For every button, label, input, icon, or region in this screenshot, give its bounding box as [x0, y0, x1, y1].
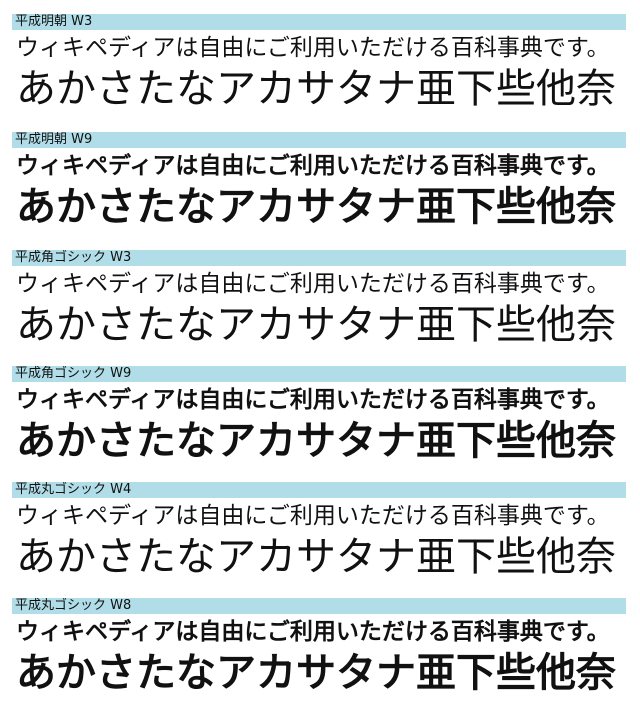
sample-characters: あかさたなアカサタナ亜下些他奈 [16, 302, 616, 348]
sample-characters: あかさたなアカサタナ亜下些他奈 [16, 534, 616, 580]
font-sample-heisei-kaku-gothic-w9: 平成角ゴシック W9 ウィキペディアは自由にご利用いただける百科事典です。 あか… [12, 366, 626, 478]
font-sample-heisei-kaku-gothic-w3: 平成角ゴシック W3 ウィキペディアは自由にご利用いただける百科事典です。 あか… [12, 250, 626, 362]
font-name-label: 平成角ゴシック W3 [12, 250, 626, 266]
font-name-label: 平成丸ゴシック W8 [12, 598, 626, 614]
font-name-label: 平成明朝 W3 [12, 14, 626, 30]
sample-sentence: ウィキペディアは自由にご利用いただける百科事典です。 [16, 503, 610, 529]
font-sample-heisei-maru-gothic-w4: 平成丸ゴシック W4 ウィキペディアは自由にご利用いただける百科事典です。 あか… [12, 482, 626, 594]
sample-sentence: ウィキペディアは自由にご利用いただける百科事典です。 [16, 152, 610, 179]
sample-sentence: ウィキペディアは自由にご利用いただける百科事典です。 [16, 271, 610, 297]
sample-sentence: ウィキペディアは自由にご利用いただける百科事典です。 [16, 387, 610, 413]
font-sample-heisei-mincho-w9: 平成明朝 W9 ウィキペディアは自由にご利用いただける百科事典です。 あかさたな… [12, 132, 626, 244]
font-name-label: 平成丸ゴシック W4 [12, 482, 626, 498]
sample-sentence: ウィキペディアは自由にご利用いただける百科事典です。 [16, 619, 610, 645]
sample-characters: あかさたなアカサタナ亜下些他奈 [16, 418, 616, 464]
font-name-label: 平成明朝 W9 [12, 132, 626, 148]
sample-characters: あかさたなアカサタナ亜下些他奈 [16, 183, 616, 230]
sample-characters: あかさたなアカサタナ亜下些他奈 [16, 650, 616, 696]
font-sample-heisei-mincho-w3: 平成明朝 W3 ウィキペディアは自由にご利用いただける百科事典です。 あかさたな… [12, 14, 626, 126]
sample-characters: あかさたなアカサタナ亜下些他奈 [16, 66, 616, 112]
font-sample-heisei-maru-gothic-w8: 平成丸ゴシック W8 ウィキペディアは自由にご利用いただける百科事典です。 あか… [12, 598, 626, 710]
sample-sentence: ウィキペディアは自由にご利用いただける百科事典です。 [16, 35, 610, 61]
font-name-label: 平成角ゴシック W9 [12, 366, 626, 382]
